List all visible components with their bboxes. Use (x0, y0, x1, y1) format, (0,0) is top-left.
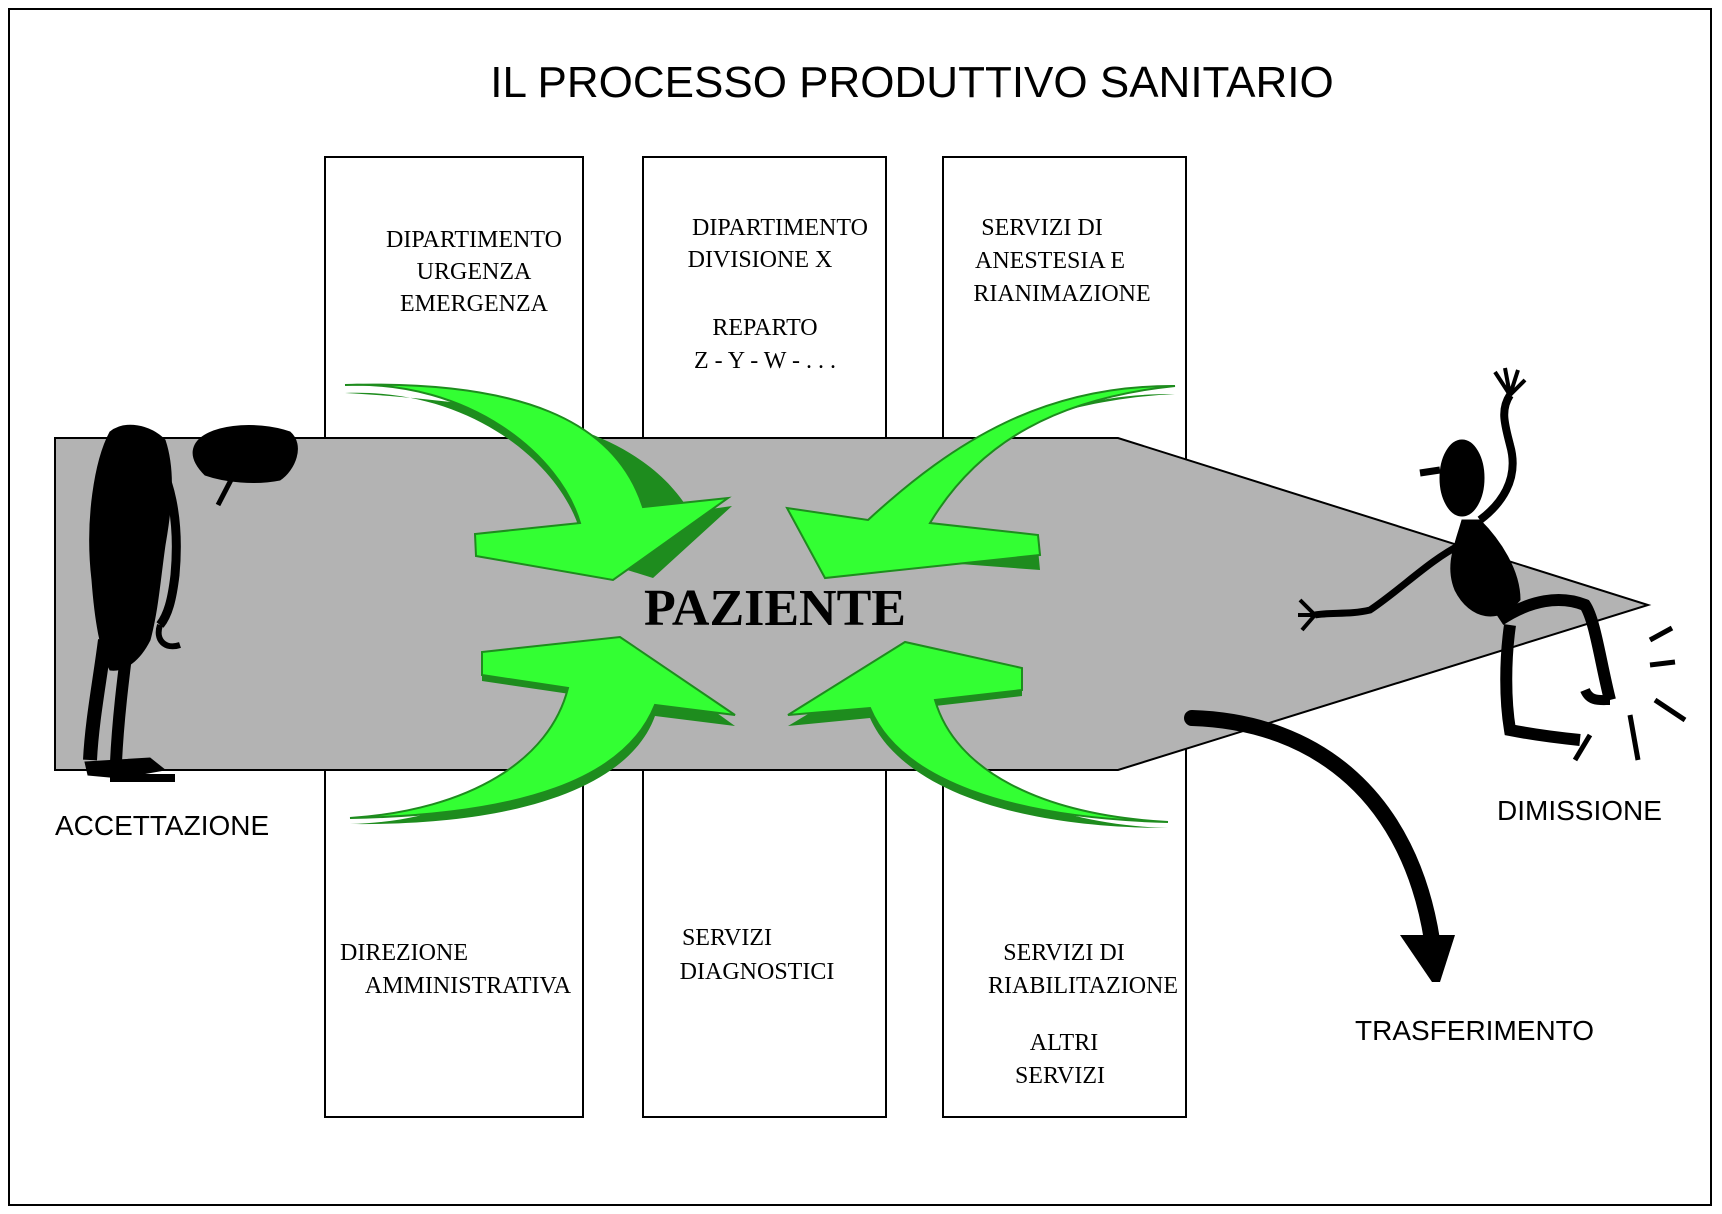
top-box-2-line-1: DIPARTIMENTO (692, 215, 868, 241)
label-accettazione: ACCETTAZIONE (55, 810, 269, 841)
top-box-2-line-4: REPARTO (712, 315, 817, 341)
top-box-3-line-2: ANESTESIA E (975, 248, 1125, 274)
bottom-box-2-line-1: SERVIZI (682, 925, 772, 951)
transfer-arrow-icon (1184, 710, 1455, 982)
bottom-box-2-line-2: DIAGNOSTICI (680, 959, 835, 985)
label-trasferimento: TRASFERIMENTO (1355, 1015, 1594, 1046)
bottom-box-3-line-2: RIABILITAZIONE (988, 973, 1178, 999)
process-band (54, 437, 1652, 771)
arrow-top-left (344, 383, 732, 582)
top-box-2-line-2: DIVISIONE X (688, 247, 833, 273)
bottom-box-3-line-1: SERVIZI DI (1003, 940, 1124, 966)
happy-patient-icon (1298, 367, 1687, 762)
bottom-box-1-line-1: DIREZIONE (340, 940, 468, 966)
box-diagnostici (642, 719, 887, 1118)
top-box-2-line-5: Z - Y - W - . . . (694, 348, 836, 374)
diagram-title: IL PROCESSO PRODUTTIVO SANITARIO (490, 58, 1333, 107)
sad-patient-icon (83, 424, 298, 782)
top-box-1-line-3: EMERGENZA (400, 291, 549, 317)
bottom-box-3-line-5: SERVIZI (1015, 1063, 1105, 1089)
top-box-3-line-1: SERVIZI DI (981, 215, 1102, 241)
center-label: PAZIENTE (644, 580, 906, 637)
converging-arrows (344, 383, 1176, 828)
label-dimissione: DIMISSIONE (1497, 795, 1662, 826)
top-box-1-line-2: URGENZA (417, 259, 532, 285)
bottom-box-1-line-2: AMMINISTRATIVA (365, 973, 572, 999)
arrow-bottom-left (349, 635, 736, 825)
arrow-top-right (785, 384, 1176, 580)
top-box-3-line-3: RIANIMAZIONE (973, 281, 1150, 307)
arrow-bottom-right (787, 640, 1169, 828)
top-box-1-line-1: DIPARTIMENTO (386, 227, 562, 253)
bottom-box-3-line-4: ALTRI (1030, 1030, 1098, 1056)
